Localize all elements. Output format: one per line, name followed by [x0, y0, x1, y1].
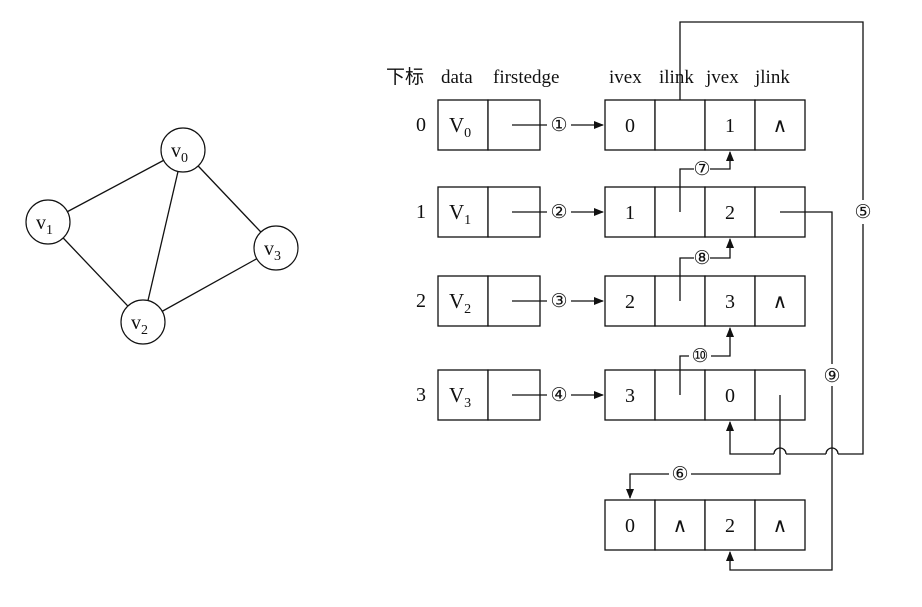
pointer-label-4: ④: [550, 385, 567, 406]
pointer-label-1: ①: [550, 115, 567, 136]
pointer-label-7: ⑦: [693, 159, 710, 180]
pointer-8: [679, 238, 734, 301]
vertex-data: V2: [449, 289, 471, 317]
svg-text:v0: v0: [171, 140, 188, 166]
jvex-value: 2: [725, 202, 735, 224]
ivex-value: 2: [625, 291, 635, 313]
vertex-index: 0: [416, 114, 426, 136]
vertex-index: 2: [416, 290, 426, 312]
pointer-label-8: ⑧: [693, 248, 710, 269]
vertex-v1: v1: [25, 199, 71, 245]
ivex-value: 0: [625, 115, 635, 137]
pointer-label-5: ⑤: [854, 202, 871, 223]
header-ilink: ilink: [659, 67, 694, 88]
pointer-9: [726, 211, 833, 571]
jvex-value: 3: [725, 291, 735, 313]
edge-v0-v1: [47, 149, 184, 223]
svg-text:v1: v1: [36, 212, 53, 238]
pointer-label-3: ③: [550, 291, 567, 312]
jvex-value: 0: [725, 385, 735, 407]
jlink-value: ∧: [773, 291, 788, 313]
edge-node-3: 3 0: [604, 369, 806, 421]
ilink-value: ∧: [673, 515, 688, 537]
edge-node-2: 2 3 ∧: [604, 275, 806, 327]
pointer-label-6: ⑥: [671, 464, 688, 485]
edge-node-0: 0 1 ∧: [604, 99, 806, 151]
header-firstedge: firstedge: [493, 67, 559, 88]
edge-v2-v3: [142, 247, 277, 323]
ivex-value: 3: [625, 385, 635, 407]
jlink-value: ∧: [773, 115, 788, 137]
undirected-graph: v0 v1 v2 v3: [25, 127, 299, 345]
jlink-value: ∧: [773, 515, 788, 537]
header-index: 下标: [386, 66, 424, 88]
pointer-10: [679, 327, 734, 395]
vertex-table: 0 V0 1 V1 2 V2 3 V3: [416, 99, 541, 421]
header-jlink: jlink: [754, 67, 790, 88]
vertex-v0: v0: [160, 127, 206, 173]
pointer-label-2: ②: [550, 202, 567, 223]
edge-node-1: 1 2: [604, 186, 806, 238]
ivex-value: 1: [625, 202, 635, 224]
edge-v1-v2: [47, 221, 144, 323]
header-ivex: ivex: [609, 67, 642, 88]
header-jvex: jvex: [705, 67, 739, 88]
ivex-value: 0: [625, 515, 635, 537]
vertex-index: 1: [416, 201, 426, 223]
vertex-v3: v3: [253, 225, 299, 271]
column-headers: 下标 data firstedge ivex ilink jvex jlink: [386, 66, 790, 88]
header-data: data: [441, 67, 473, 88]
edge-nodes: 0 1 ∧ 1 2 2 3 ∧: [604, 99, 806, 551]
vertex-index: 3: [416, 384, 426, 406]
pointer-label-9: ⑨: [823, 366, 840, 387]
svg-text:v2: v2: [131, 312, 148, 338]
pointers: ① ② ③ ④ ⑤ ⑥ ⑦ ⑧ ⑨ ⑩: [512, 21, 872, 571]
jvex-value: 2: [725, 515, 735, 537]
vertex-data: V0: [449, 113, 471, 141]
vertex-data: V3: [449, 383, 471, 411]
jvex-value: 1: [725, 115, 735, 137]
pointer-7: [679, 151, 734, 212]
vertex-data: V1: [449, 200, 471, 228]
svg-text:v3: v3: [264, 238, 281, 264]
vertex-v2: v2: [120, 299, 166, 345]
pointer-label-10: ⑩: [691, 346, 708, 367]
edge-v0-v2: [142, 149, 184, 323]
pointer-6: [626, 395, 781, 499]
edge-node-4: 0 ∧ 2 ∧: [604, 499, 806, 551]
pointer-5: [679, 21, 864, 455]
